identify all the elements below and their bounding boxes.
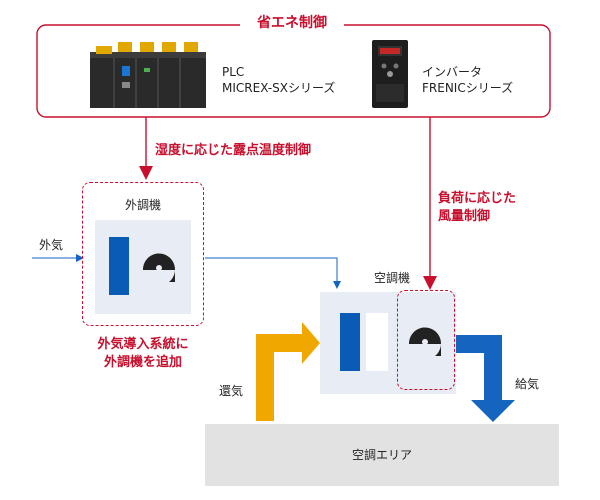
- ac-coil: [340, 313, 360, 371]
- outdoor-coil: [109, 237, 129, 295]
- return-air-arrow: [256, 322, 320, 421]
- plc-device-image: [88, 38, 208, 110]
- supply-air-label: 給気: [515, 377, 540, 391]
- outdoor-to-ac-connector: [205, 257, 341, 289]
- outdoor-fan-icon: [139, 248, 179, 288]
- plc-label: PLC MICREX-SXシリーズ: [222, 64, 335, 96]
- plc-label-line1: PLC: [222, 65, 245, 79]
- ac-fan-icon: [405, 322, 445, 362]
- inverter-device-image: [370, 38, 410, 110]
- inverter-label-line2: FRENICシリーズ: [422, 81, 514, 95]
- return-air-label: 還気: [219, 384, 244, 398]
- outside-air-label: 外気: [39, 238, 64, 252]
- added-unit-note-line2: 外調機を追加: [103, 355, 182, 370]
- ac-unit-title: 空調機: [374, 271, 411, 285]
- conditioned-area-label: 空調エリア: [351, 448, 412, 462]
- air-volume-control-line1: 負荷に応じた: [438, 191, 517, 206]
- conditioned-area: [205, 424, 559, 486]
- air-volume-control-line2: 風量制御: [438, 209, 491, 224]
- dew-point-control-label: 湿度に応じた露点温度制御: [155, 143, 312, 158]
- outdoor-unit-frame: [82, 182, 204, 326]
- added-unit-note: 外気導入系統に 外調機を追加: [82, 336, 204, 372]
- added-unit-note-line1: 外気導入系統に: [97, 337, 189, 352]
- air-volume-control-label: 負荷に応じた 風量制御: [438, 190, 516, 226]
- ac-fan-frame: [397, 290, 455, 390]
- supply-air-arrow: [456, 335, 515, 422]
- outdoor-unit-title: 外調機: [124, 198, 161, 212]
- inverter-label: インバータ FRENICシリーズ: [422, 64, 513, 96]
- plc-label-line2: MICREX-SXシリーズ: [222, 81, 336, 95]
- control-box-title: 省エネ制御: [240, 14, 344, 32]
- inverter-label-line1: インバータ: [422, 65, 483, 79]
- ac-filter: [366, 313, 388, 371]
